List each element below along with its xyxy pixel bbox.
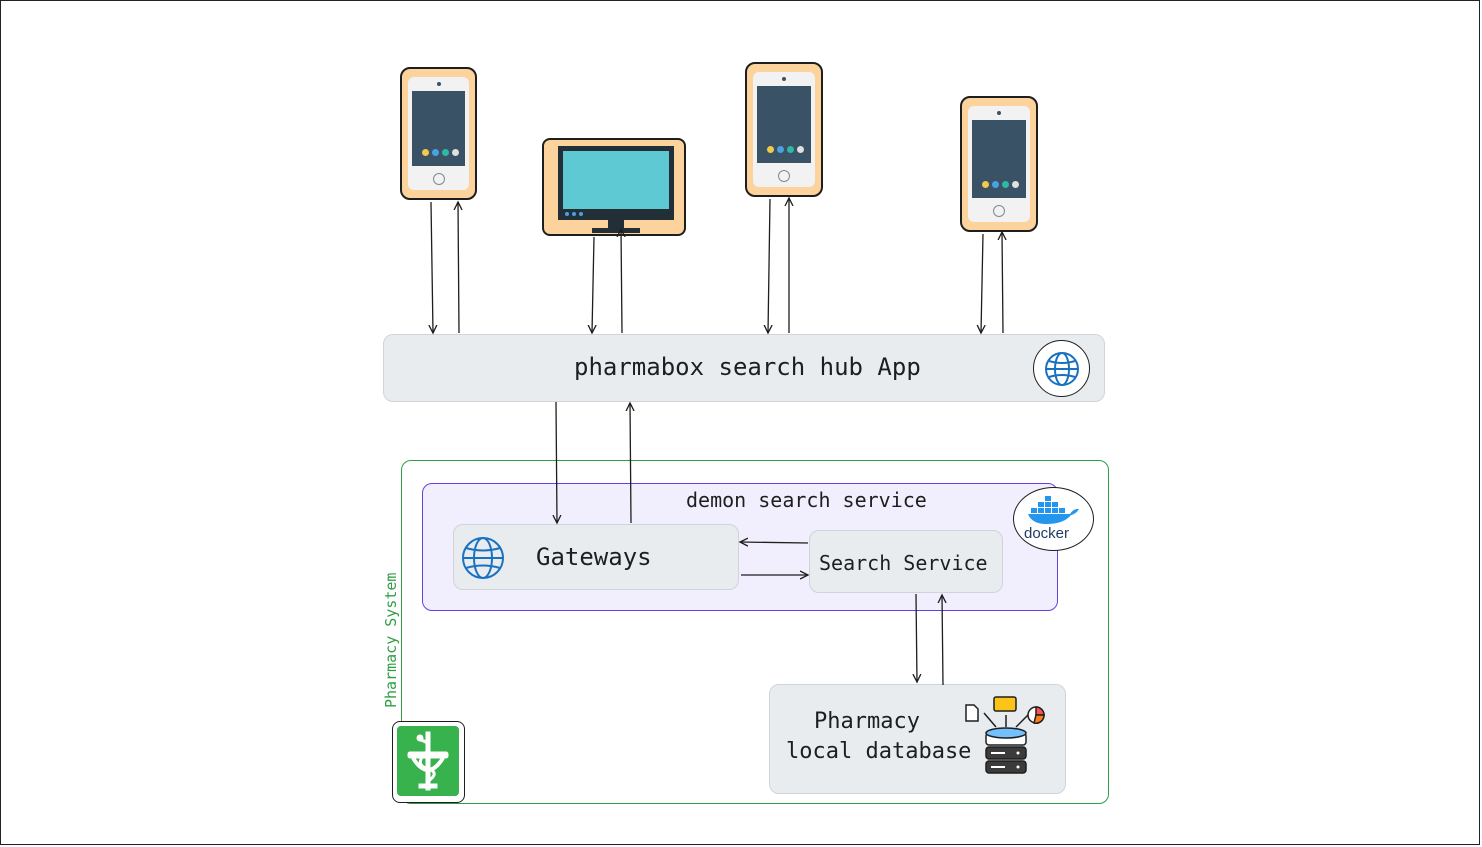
gateways-box[interactable]: Gateways [453, 524, 739, 590]
pharmacy-local-database-box[interactable]: Pharmacy local database [769, 684, 1066, 794]
desktop-monitor [542, 138, 686, 236]
arrow-app-to-phone3 [1002, 232, 1003, 334]
arrow-gateways-to-app [630, 403, 631, 524]
arrow-phone2-to-app [768, 198, 770, 333]
phone-2 [745, 62, 823, 197]
arrow-database-to-search [942, 595, 943, 686]
database-icon [965, 696, 1045, 774]
globe-icon [1045, 352, 1079, 386]
docker-whale-icon [1028, 496, 1079, 524]
arrow-app-to-phone1 [458, 202, 459, 334]
app-globe-badge [1033, 340, 1090, 397]
search-service-box[interactable]: Search Service [809, 530, 1003, 593]
pharmacy-icon-tile [392, 721, 465, 803]
pharmabox-search-hub-app[interactable]: pharmabox search hub App [383, 334, 1105, 402]
globe-icon [462, 537, 504, 579]
docker-badge: docker [1013, 487, 1094, 551]
arrow-app-to-monitor [621, 229, 622, 334]
search-service-label: Search Service [819, 551, 988, 575]
arrow-phone1-to-app [431, 201, 433, 333]
arrow-phone3-to-app [981, 233, 983, 333]
docker-label: docker [1024, 525, 1070, 542]
arrow-monitor-to-app [592, 236, 594, 333]
arrow-app-to-gateways [556, 401, 557, 523]
phone-1 [400, 67, 477, 200]
database-label-line2: local database [786, 739, 972, 764]
database-label-line1: Pharmacy [814, 709, 920, 734]
gateways-label: Gateways [536, 543, 652, 571]
arrow-search-to-gateways [740, 542, 809, 543]
demon-search-service-label: demon search service [686, 488, 927, 512]
pharmacy-caduceus-icon [397, 726, 459, 796]
phone-3 [960, 96, 1038, 232]
pharmacy-system-boundary [401, 460, 1109, 804]
arrow-search-to-database [916, 593, 917, 682]
app-label: pharmabox search hub App [574, 353, 921, 381]
